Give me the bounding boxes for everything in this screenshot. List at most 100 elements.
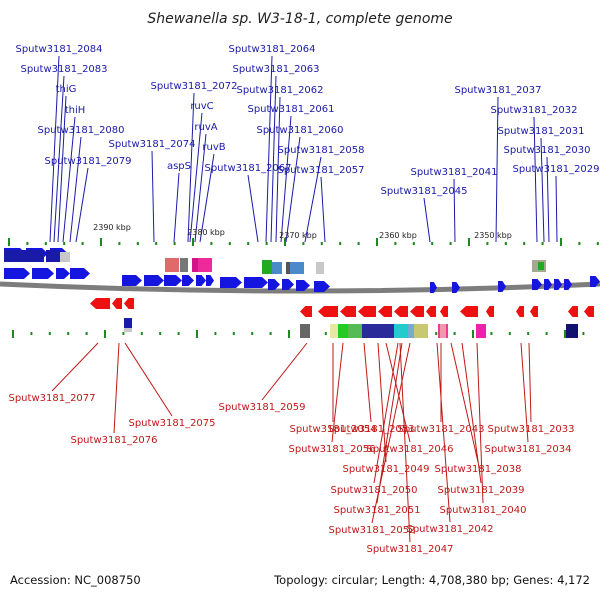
reverse-gene-arrow[interactable] [568, 306, 578, 317]
forward-gene-label[interactable]: Sputw3181_2074 [108, 139, 195, 150]
tick-mark [26, 242, 29, 245]
forward-gene-arrow[interactable] [590, 276, 600, 287]
forward-gene-arrow[interactable] [206, 275, 214, 286]
cog-category-box [414, 324, 428, 338]
reverse-gene-arrow[interactable] [486, 306, 494, 317]
reverse-gene-arrow[interactable] [516, 306, 524, 317]
reverse-gene-label[interactable]: Sputw3181_2049 [342, 464, 429, 475]
reverse-gene-label[interactable]: Sputw3181_2043 [397, 424, 484, 435]
forward-gene-arrow[interactable] [268, 279, 280, 290]
forward-gene-arrow[interactable] [164, 275, 182, 286]
reverse-gene-label[interactable]: Sputw3181_2042 [406, 524, 493, 535]
forward-gene-arrow[interactable] [532, 279, 542, 290]
reverse-gene-label[interactable]: Sputw3181_2033 [487, 424, 574, 435]
reverse-gene-arrow[interactable] [460, 306, 478, 317]
reverse-gene-label[interactable]: Sputw3181_2051 [333, 505, 420, 516]
cog-category-box [566, 324, 578, 338]
reverse-gene-arrow[interactable] [358, 306, 376, 317]
reverse-gene-arrow[interactable] [426, 306, 436, 317]
forward-gene-label[interactable]: Sputw3181_2072 [150, 81, 237, 92]
forward-gene-label[interactable]: Sputw3181_2060 [256, 125, 343, 136]
reverse-gene-arrow[interactable] [300, 306, 312, 317]
forward-gene-arrow[interactable] [4, 268, 30, 279]
forward-gene-label[interactable]: Sputw3181_2079 [44, 156, 131, 167]
forward-gene-label[interactable]: Sputw3181_2041 [410, 167, 497, 178]
reverse-gene-label[interactable]: Sputw3181_2056 [288, 444, 375, 455]
forward-gene-arrow[interactable] [554, 279, 562, 290]
forward-gene-arrow[interactable] [196, 275, 206, 286]
forward-gene-label[interactable]: ruvA [194, 122, 217, 133]
reverse-gene-label[interactable]: Sputw3181_2050 [330, 485, 417, 496]
forward-gene-arrow[interactable] [144, 275, 164, 286]
forward-gene-label[interactable]: ruvC [190, 101, 213, 112]
forward-gene-arrow[interactable] [452, 282, 460, 293]
tick-mark [269, 332, 272, 335]
reverse-gene-arrow[interactable] [124, 298, 134, 309]
forward-gene-label[interactable]: aspS [167, 161, 191, 172]
reverse-gene-label[interactable]: Sputw3181_2077 [8, 393, 95, 404]
forward-gene-label[interactable]: Sputw3181_2083 [20, 64, 107, 75]
forward-gene-label[interactable]: ruvB [202, 142, 225, 153]
reverse-gene-arrow[interactable] [394, 306, 408, 317]
reverse-gene-label[interactable]: Sputw3181_2054 [289, 424, 376, 435]
reverse-gene-arrow[interactable] [584, 306, 594, 317]
reverse-gene-arrow[interactable] [410, 306, 424, 317]
reverse-gene-label[interactable]: Sputw3181_2040 [439, 505, 526, 516]
forward-gene-label[interactable]: Sputw3181_2030 [503, 145, 590, 156]
forward-gene-arrow[interactable] [498, 281, 506, 292]
reverse-gene-label[interactable]: Sputw3181_2039 [437, 485, 524, 496]
reverse-gene-arrow[interactable] [530, 306, 538, 317]
forward-gene-label[interactable]: Sputw3181_2029 [512, 164, 599, 175]
forward-gene-arrow[interactable] [314, 281, 330, 292]
reverse-gene-arrow[interactable] [378, 306, 392, 317]
reverse-gene-label[interactable]: Sputw3181_2075 [128, 418, 215, 429]
forward-gene-label[interactable]: Sputw3181_2061 [247, 104, 334, 115]
reverse-gene-label[interactable]: Sputw3181_2053 [327, 424, 414, 435]
forward-gene-arrow[interactable] [296, 280, 310, 291]
reverse-gene-arrow[interactable] [112, 298, 122, 309]
forward-gene-arrow[interactable] [70, 268, 90, 279]
forward-gene-label[interactable]: Sputw3181_2063 [232, 64, 319, 75]
leader-line [540, 137, 545, 243]
forward-gene-label[interactable]: thiH [65, 105, 86, 116]
forward-gene-label[interactable]: Sputw3181_2032 [490, 105, 577, 116]
forward-gene-label[interactable]: Sputw3181_2058 [277, 145, 364, 156]
reverse-gene-arrow[interactable] [440, 306, 448, 317]
forward-gene-arrow[interactable] [430, 282, 437, 293]
forward-gene-arrow[interactable] [182, 275, 194, 286]
reverse-gene-label[interactable]: Sputw3181_2038 [434, 464, 521, 475]
tick-mark [412, 242, 415, 245]
forward-gene-arrow[interactable] [564, 279, 572, 290]
forward-gene-label[interactable]: Sputw3181_2031 [497, 126, 584, 137]
forward-gene-label[interactable]: Sputw3181_2045 [380, 186, 467, 197]
forward-gene-label[interactable]: Sputw3181_2062 [236, 85, 323, 96]
tick-mark [192, 238, 194, 246]
forward-gene-label[interactable]: Sputw3181_2064 [228, 44, 315, 55]
forward-gene-arrow[interactable] [244, 277, 268, 288]
reverse-gene-arrow[interactable] [340, 306, 356, 317]
reverse-gene-label[interactable]: Sputw3181_2052 [328, 525, 415, 536]
reverse-gene-arrow[interactable] [318, 306, 338, 317]
leader-line [151, 150, 155, 243]
reverse-gene-label[interactable]: Sputw3181_2046 [366, 444, 453, 455]
forward-gene-arrow[interactable] [282, 279, 294, 290]
reverse-gene-label[interactable]: Sputw3181_2034 [484, 444, 571, 455]
forward-gene-label[interactable]: Sputw3181_2057 [277, 165, 364, 176]
forward-gene-arrow[interactable] [220, 277, 242, 288]
tick-mark [247, 242, 250, 245]
reverse-gene-label[interactable]: Sputw3181_2059 [218, 402, 305, 413]
leader-line [528, 342, 532, 423]
reverse-gene-arrow[interactable] [90, 298, 110, 309]
forward-gene-arrow[interactable] [544, 279, 552, 290]
forward-gene-label[interactable]: Sputw3181_2084 [15, 44, 102, 55]
forward-gene-arrow[interactable] [56, 268, 70, 279]
forward-gene-arrow[interactable] [32, 268, 54, 279]
forward-gene-label[interactable]: Sputw3181_2080 [37, 125, 124, 136]
forward-gene-label[interactable]: Sputw3181_2067 [204, 163, 291, 174]
forward-gene-label[interactable]: thiG [56, 84, 77, 95]
reverse-gene-label[interactable]: Sputw3181_2076 [70, 435, 157, 446]
tick-mark [173, 242, 176, 245]
forward-gene-arrow[interactable] [122, 275, 142, 286]
reverse-gene-label[interactable]: Sputw3181_2047 [366, 544, 453, 555]
forward-gene-label[interactable]: Sputw3181_2037 [454, 85, 541, 96]
